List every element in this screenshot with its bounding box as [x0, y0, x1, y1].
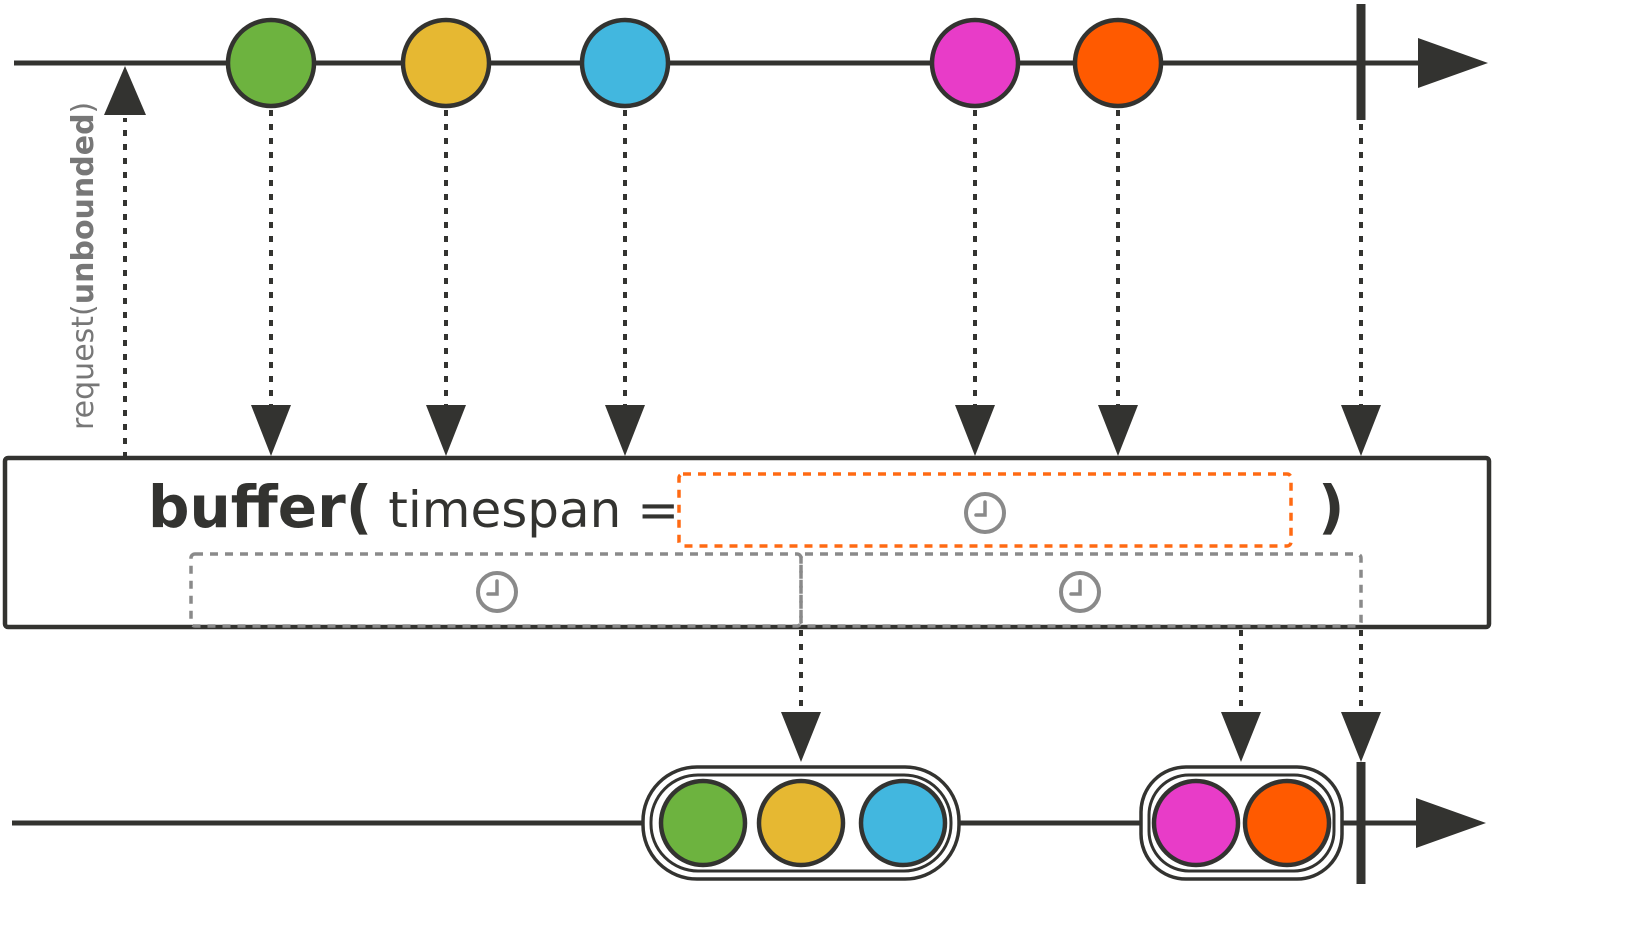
clock-icon — [1059, 571, 1101, 613]
source-marble-green — [225, 17, 317, 109]
arrow-head-icon — [1098, 405, 1138, 456]
clock-icon — [476, 571, 518, 613]
arrow-head-icon — [426, 405, 466, 456]
timer-window-1 — [189, 552, 803, 628]
output-timeline-arrow-icon — [1416, 798, 1486, 848]
source-timeline-arrow-icon — [1418, 38, 1488, 88]
buffer-1-marble-blue — [858, 778, 948, 868]
output-buffer-1 — [641, 765, 961, 881]
arrow-head-icon — [251, 405, 291, 456]
operator-box — [2, 455, 1492, 630]
request-label: request(unbounded) — [66, 102, 101, 430]
arrow-head-icon — [1221, 712, 1261, 762]
clock-icon — [964, 492, 1006, 534]
source-marble-orange — [1072, 17, 1164, 109]
source-to-operator-arrows — [251, 110, 1381, 456]
source-marble-yellow — [400, 17, 492, 109]
timer-window-2 — [799, 552, 1363, 628]
timespan-parameter-box — [677, 472, 1293, 548]
output-buffer-2 — [1139, 765, 1344, 881]
buffer-2-marble-orange — [1242, 778, 1332, 868]
buffer-1-marble-yellow — [756, 778, 846, 868]
arrow-head-icon — [781, 712, 821, 762]
arrow-head-icon — [605, 405, 645, 456]
operator-close-paren: ) — [1318, 473, 1345, 541]
source-marble-blue — [579, 17, 671, 109]
buffer-1-marble-green — [658, 778, 748, 868]
request-arrow-head-icon — [104, 66, 146, 115]
operator-to-output-arrows — [781, 630, 1381, 762]
operator-label: buffer(timespan = — [148, 473, 679, 541]
source-marble-magenta — [929, 17, 1021, 109]
arrow-head-icon — [1341, 405, 1381, 456]
arrow-head-icon — [1341, 712, 1381, 762]
buffer-2-marble-magenta — [1151, 778, 1241, 868]
arrow-head-icon — [955, 405, 995, 456]
